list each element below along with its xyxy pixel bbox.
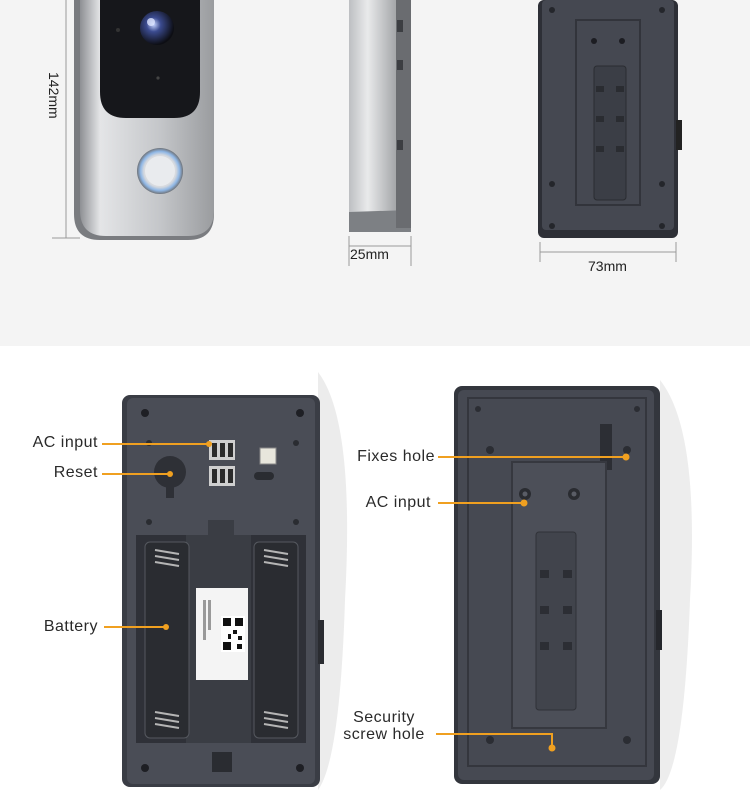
- depth-label: 25mm: [350, 246, 389, 262]
- callout-security-line1: Security: [353, 709, 415, 726]
- doorbell-front-view: [74, 0, 214, 240]
- depth-dimension-line: [348, 236, 412, 266]
- height-label: 142mm: [46, 72, 62, 119]
- height-dimension-line: [52, 0, 80, 239]
- callout-ac-input-left: AC input: [32, 434, 98, 451]
- callout-security-line2: screw hole: [343, 726, 425, 743]
- callout-fixes-hole: Fixes hole: [357, 448, 435, 465]
- width-label: 73mm: [588, 258, 627, 274]
- dimension-drawings: [52, 0, 682, 266]
- callout-security-screw-hole: Security screw hole: [334, 709, 434, 743]
- camera-lens-icon: [140, 11, 174, 45]
- doorbell-side-view: [349, 0, 411, 232]
- callout-reset: Reset: [53, 464, 98, 481]
- callout-battery: Battery: [43, 618, 98, 635]
- width-dimension-line: [539, 242, 677, 262]
- callout-ac-input-right: AC input: [365, 494, 431, 511]
- doorbell-back-view-top: [538, 0, 682, 238]
